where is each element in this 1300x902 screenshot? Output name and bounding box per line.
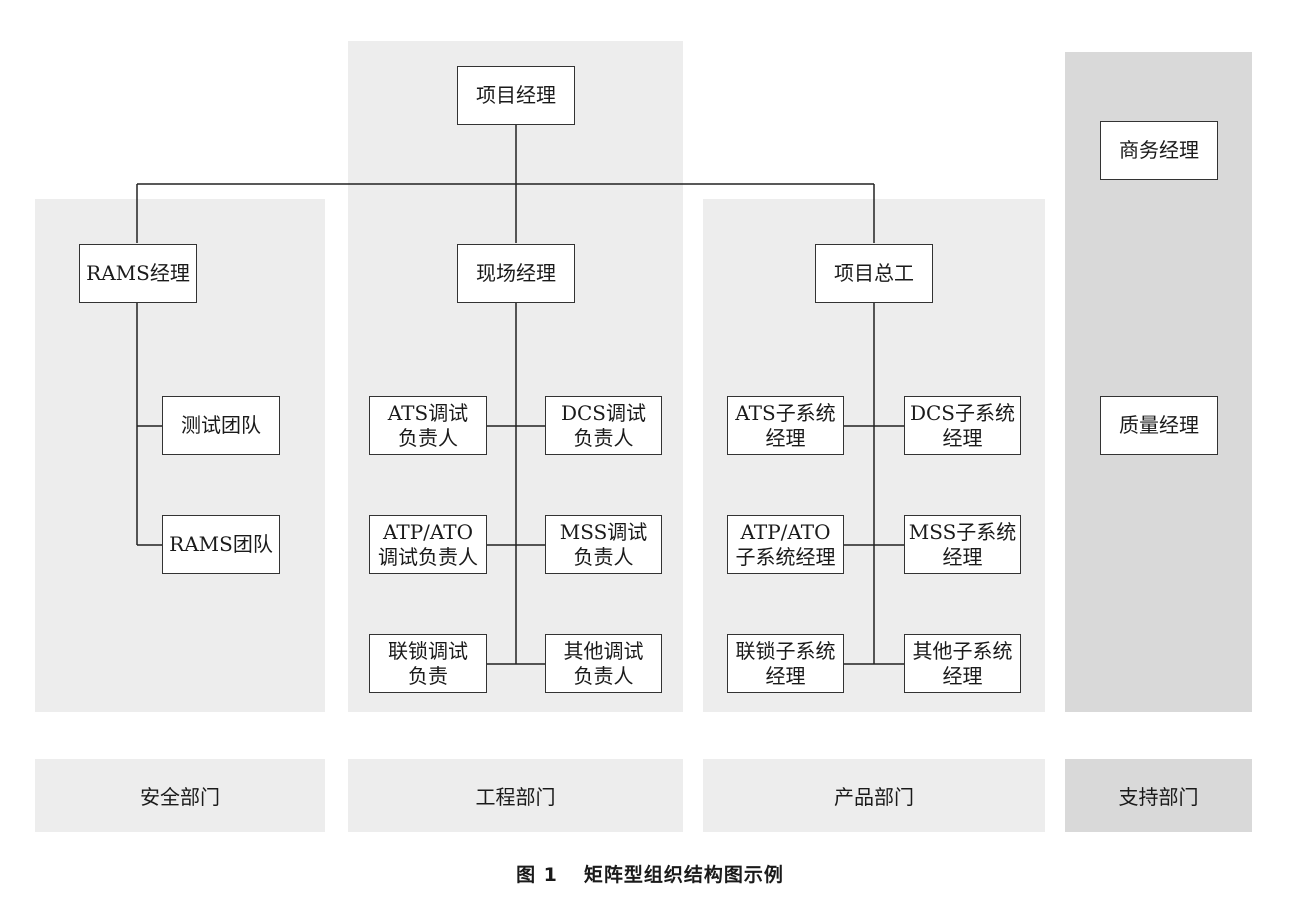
rams-team-box: RAMS团队 bbox=[162, 515, 280, 574]
site-manager-box: 现场经理 bbox=[457, 244, 575, 303]
dcs-debug-lead-box: DCS调试 负责人 bbox=[545, 396, 662, 455]
dcs-subsystem-manager-box: DCS子系统 经理 bbox=[904, 396, 1021, 455]
project-manager-box: 项目经理 bbox=[457, 66, 575, 125]
atp-ato-subsystem-manager-box: ATP/ATO 子系统经理 bbox=[727, 515, 844, 574]
chief-engineer-box: 项目总工 bbox=[815, 244, 933, 303]
rams-manager-box: RAMS经理 bbox=[79, 244, 197, 303]
mss-subsystem-manager-box: MSS子系统 经理 bbox=[904, 515, 1021, 574]
mss-debug-lead-box: MSS调试 负责人 bbox=[545, 515, 662, 574]
ats-subsystem-manager-box: ATS子系统 经理 bbox=[727, 396, 844, 455]
business-manager-box: 商务经理 bbox=[1100, 121, 1218, 180]
other-debug-lead-box: 其他调试 负责人 bbox=[545, 634, 662, 693]
other-subsystem-manager-box: 其他子系统 经理 bbox=[904, 634, 1021, 693]
ats-debug-lead-box: ATS调试 负责人 bbox=[369, 396, 487, 455]
quality-manager-box: 质量经理 bbox=[1100, 396, 1218, 455]
interlock-debug-lead-box: 联锁调试 负责 bbox=[369, 634, 487, 693]
figure-number: 图 1 bbox=[516, 864, 558, 886]
product-department-label: 产品部门 bbox=[703, 759, 1045, 832]
figure-title: 矩阵型组织结构图示例 bbox=[583, 864, 784, 886]
atp-ato-debug-lead-box: ATP/ATO 调试负责人 bbox=[369, 515, 487, 574]
safety-department-label: 安全部门 bbox=[35, 759, 325, 832]
interlock-subsystem-manager-box: 联锁子系统 经理 bbox=[727, 634, 844, 693]
engineering-department-label: 工程部门 bbox=[348, 759, 683, 832]
test-team-box: 测试团队 bbox=[162, 396, 280, 455]
support-department-label: 支持部门 bbox=[1065, 759, 1252, 832]
figure-caption: 图 1 矩阵型组织结构图示例 bbox=[0, 860, 1300, 887]
